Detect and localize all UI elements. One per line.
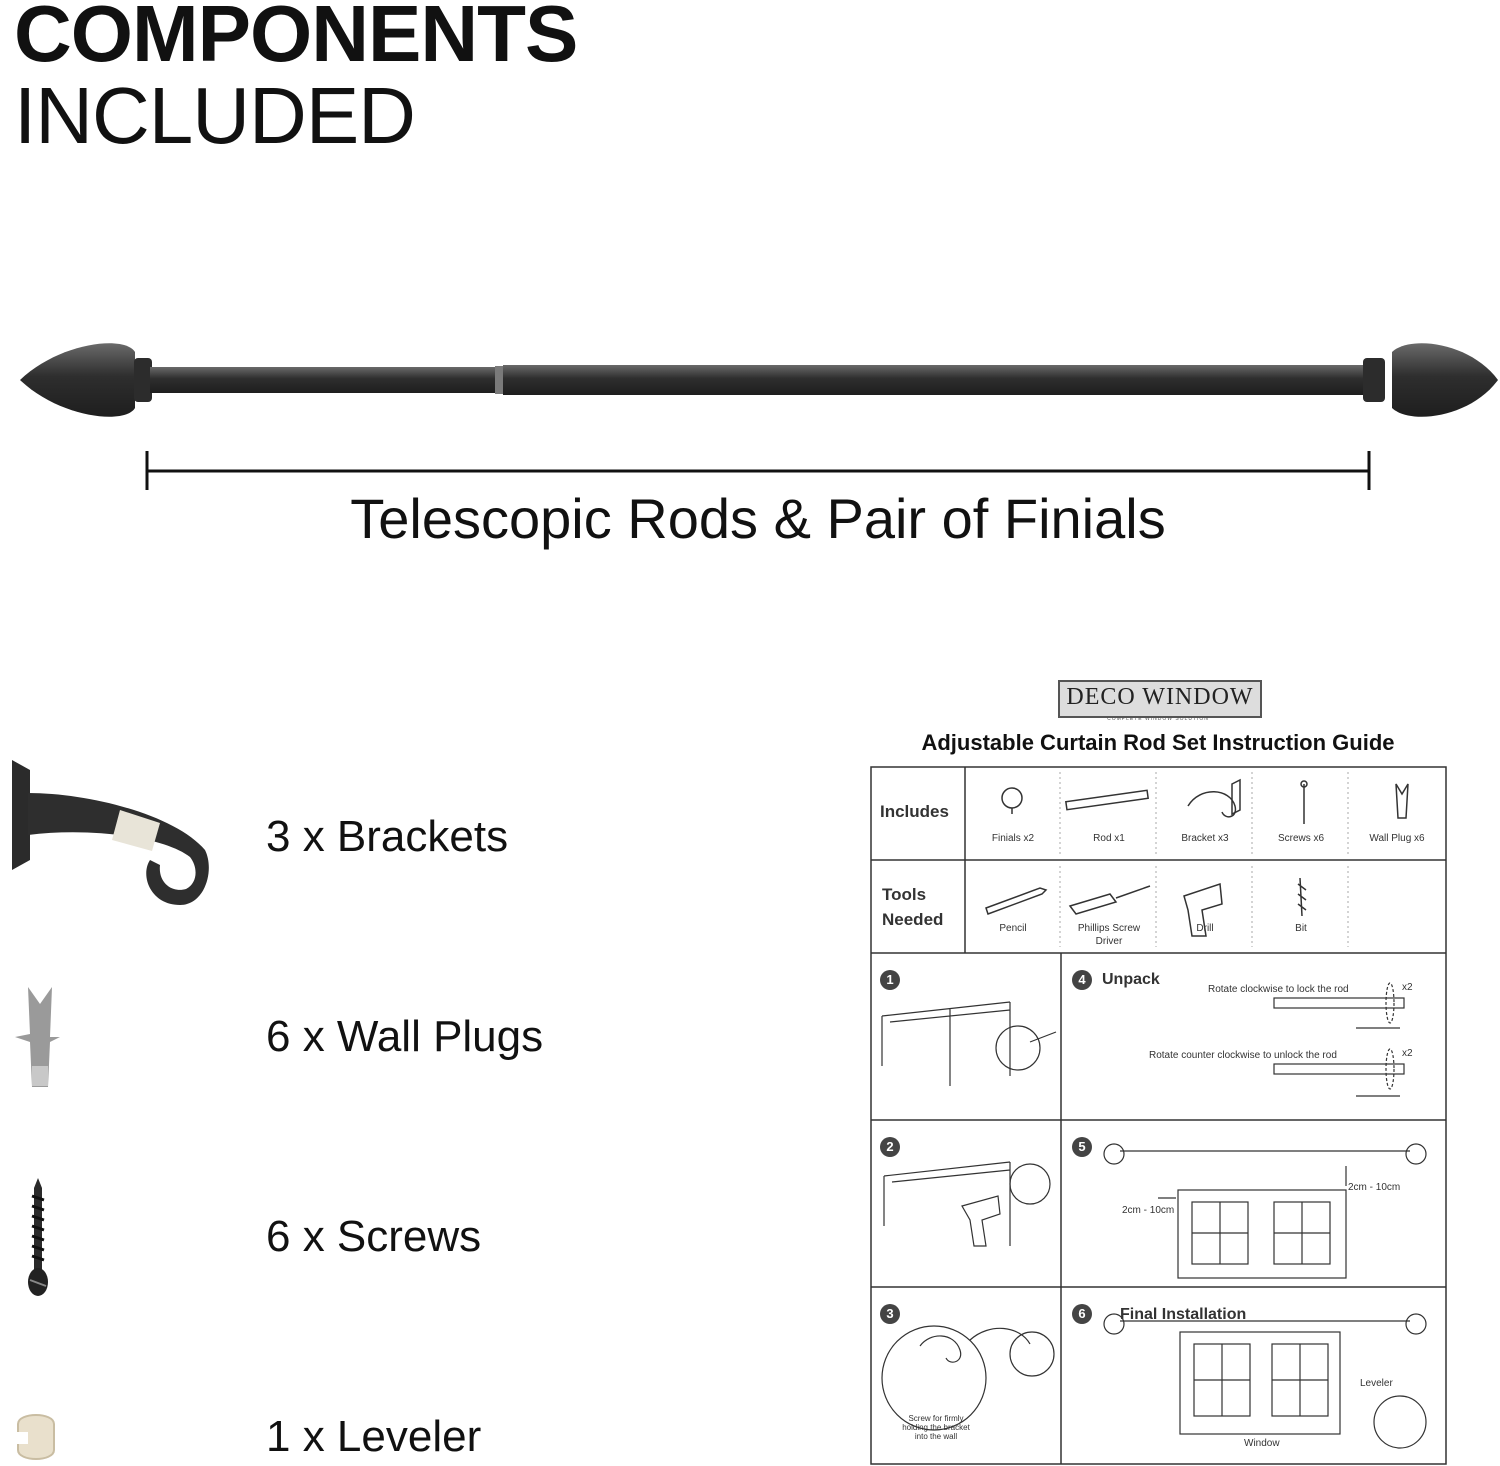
wall-plug-icon <box>15 987 60 1087</box>
include-caption: Bracket x3 <box>1181 833 1229 844</box>
guide-grid <box>870 766 1447 1465</box>
step1-illustration <box>881 1001 1057 1086</box>
step-number: 2 <box>880 1137 900 1157</box>
guide-title: Adjustable Curtain Rod Set Instruction G… <box>921 730 1395 755</box>
include-caption: Finials x2 <box>991 833 1035 844</box>
step4-illustration <box>1273 982 1405 1097</box>
bracket-icon <box>12 760 209 905</box>
step3-illustration <box>881 1325 1055 1431</box>
dimension-label: 2cm - 10cm <box>1348 1182 1401 1193</box>
drill-bit-icon <box>1297 877 1307 917</box>
unlock-count: x2 <box>1402 1048 1413 1059</box>
include-caption: Wall Plug x6 <box>1369 833 1425 844</box>
small-bracket-icon <box>1187 791 1237 818</box>
step3-note: Screw for firmly holding the bracket int… <box>902 1414 970 1441</box>
drill-icon <box>1183 882 1223 937</box>
left-finial-icon <box>20 343 152 417</box>
step-number: 6 <box>1072 1304 1092 1324</box>
step-number: 1 <box>880 970 900 990</box>
tool-caption: Bit <box>1295 923 1307 934</box>
includes-label: Includes <box>880 802 949 821</box>
pencil-icon <box>985 887 1048 915</box>
component-label-wall-plugs: 6 x Wall Plugs <box>266 1012 544 1061</box>
window-label: Window <box>1244 1438 1280 1449</box>
small-wall-plug-icon <box>1395 783 1409 819</box>
step6-title: Final Installation <box>1120 1306 1247 1323</box>
tool-caption: Drill <box>1196 923 1214 934</box>
lock-instruction: Rotate clockwise to lock the rod <box>1208 984 1349 995</box>
brand-tagline: COMPLETE WINDOW SOLUTION <box>1107 716 1209 722</box>
include-caption: Rod x1 <box>1093 833 1125 844</box>
right-finial-icon <box>1363 343 1498 417</box>
leveler-icon <box>16 1414 55 1460</box>
step5-illustration <box>1103 1143 1427 1279</box>
step-number: 4 <box>1072 970 1092 990</box>
rod-joint <box>495 366 503 394</box>
component-label-leveler: 1 x Leveler <box>266 1412 482 1461</box>
screwdriver-icon <box>1068 885 1151 915</box>
rod-icon <box>1064 789 1150 811</box>
unlock-instruction: Rotate counter clockwise to unlock the r… <box>1149 1050 1337 1061</box>
rod-outer-segment <box>503 365 1365 395</box>
rod-caption: Telescopic Rods & Pair of Finials <box>350 487 1166 550</box>
include-caption: Screws x6 <box>1277 833 1325 844</box>
page-title: COMPONENTS <box>14 0 578 78</box>
tools-label: Tools Needed <box>882 885 944 929</box>
tool-caption: Pencil <box>999 923 1027 934</box>
step6-illustration <box>1103 1313 1427 1449</box>
step4-title: Unpack <box>1102 971 1160 988</box>
page-subtitle: INCLUDED <box>14 71 416 160</box>
curtain-rod-illustration <box>20 343 1498 490</box>
brand-logo: DECO WINDOW <box>1058 680 1262 718</box>
lock-count: x2 <box>1402 982 1413 993</box>
step-number: 3 <box>880 1304 900 1324</box>
leveler-label: Leveler <box>1360 1378 1393 1389</box>
instruction-guide: DECO WINDOW COMPLETE WINDOW SOLUTION Adj… <box>868 670 1448 1466</box>
step2-illustration <box>883 1161 1051 1247</box>
step-number: 5 <box>1072 1137 1092 1157</box>
rod-inner-segment <box>150 367 500 393</box>
component-label-screws: 6 x Screws <box>266 1212 482 1261</box>
finial-icon <box>1001 787 1023 809</box>
dimension-label: 2cm - 10cm <box>1122 1205 1175 1216</box>
screw-icon <box>28 1178 48 1296</box>
component-label-brackets: 3 x Brackets <box>266 812 509 861</box>
tool-caption: Phillips Screw Driver <box>1077 923 1141 947</box>
